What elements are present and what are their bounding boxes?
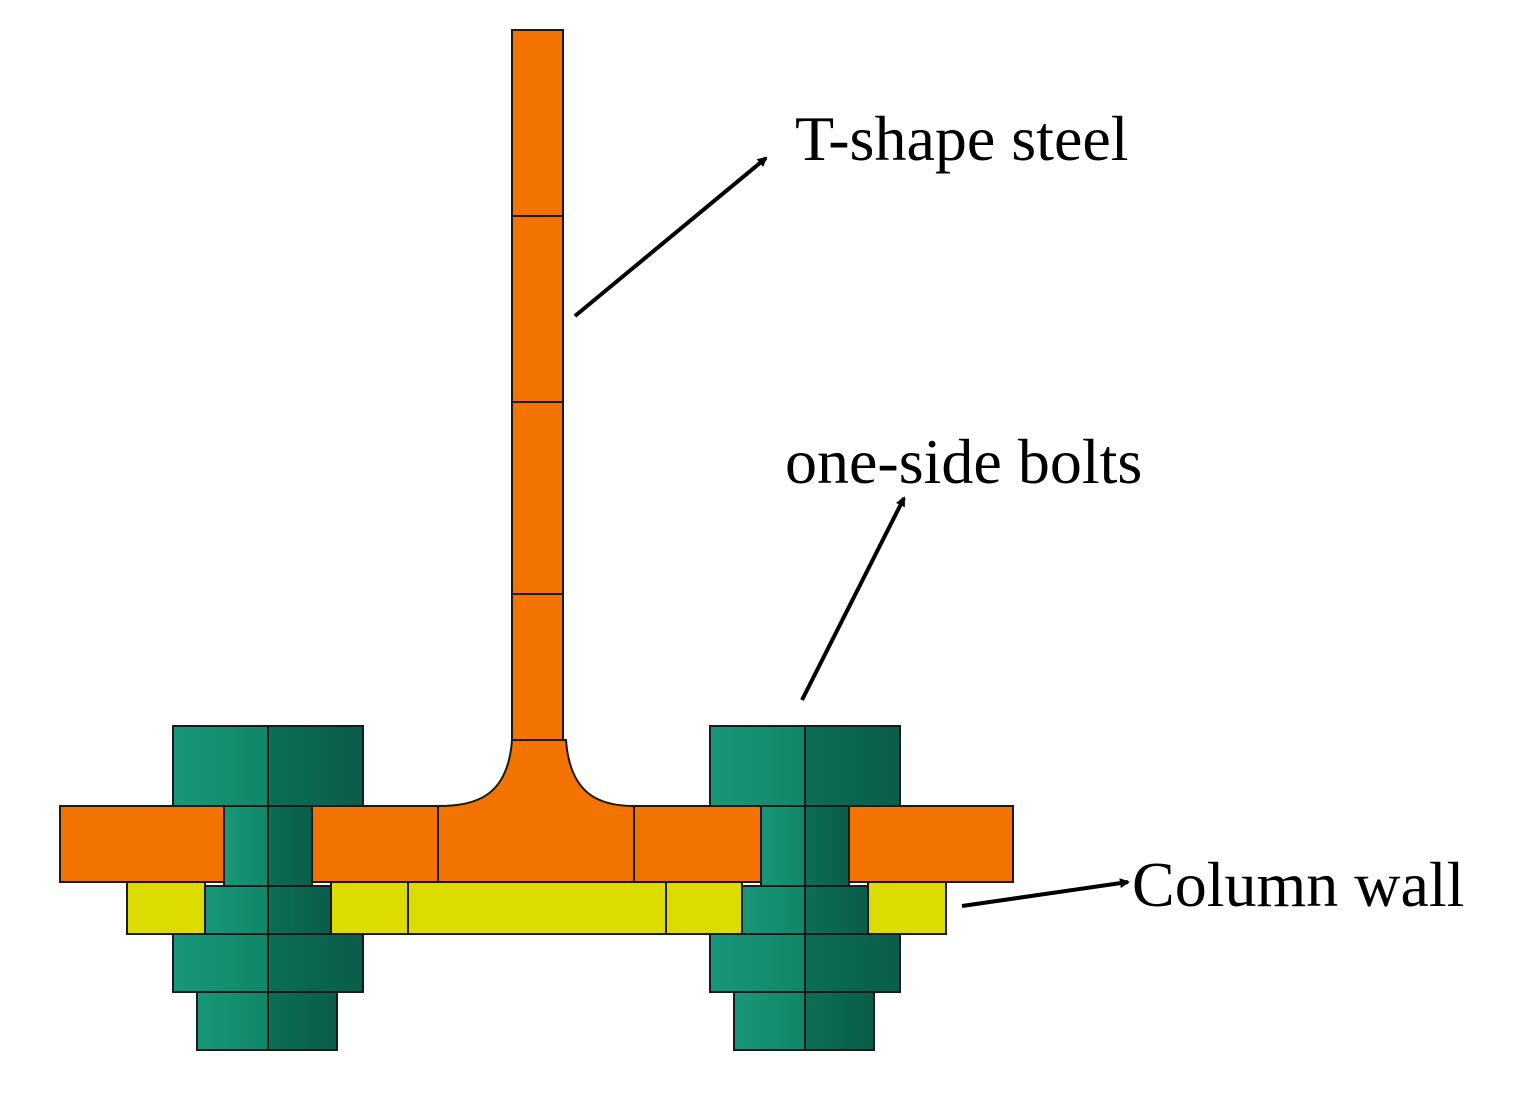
- t-shape-steel-arrow: [573, 156, 768, 318]
- column-wall-arrow: [961, 878, 1130, 908]
- t-shape-steel: [59, 29, 1014, 883]
- web-segment-4: [511, 593, 564, 741]
- web-segment-3: [511, 401, 564, 595]
- one-side-bolts-arrow: [800, 496, 906, 701]
- flange-right-outer: [848, 805, 1014, 883]
- flange-left-outer: [59, 805, 225, 883]
- column-wall: [126, 881, 947, 935]
- column-wall-segment-3: [407, 881, 667, 935]
- web-segment-1: [511, 29, 564, 217]
- flange-center-fillet: [437, 739, 635, 883]
- left-bolt: [172, 725, 364, 1051]
- t-shape-steel-label: T-shape steel: [795, 103, 1129, 174]
- web-segment-2: [511, 215, 564, 403]
- column-wall-label: Column wall: [1132, 849, 1464, 920]
- one-side-bolts-label: one-side bolts: [785, 426, 1142, 497]
- column-wall-segment-1: [126, 881, 206, 935]
- column-wall-segment-4: [665, 881, 743, 935]
- right-bolt: [709, 725, 901, 1051]
- flange-left-inner: [311, 805, 439, 883]
- column-wall-segment-2: [330, 881, 409, 935]
- flange-right-inner: [633, 805, 762, 883]
- column-wall-segment-5: [867, 881, 947, 935]
